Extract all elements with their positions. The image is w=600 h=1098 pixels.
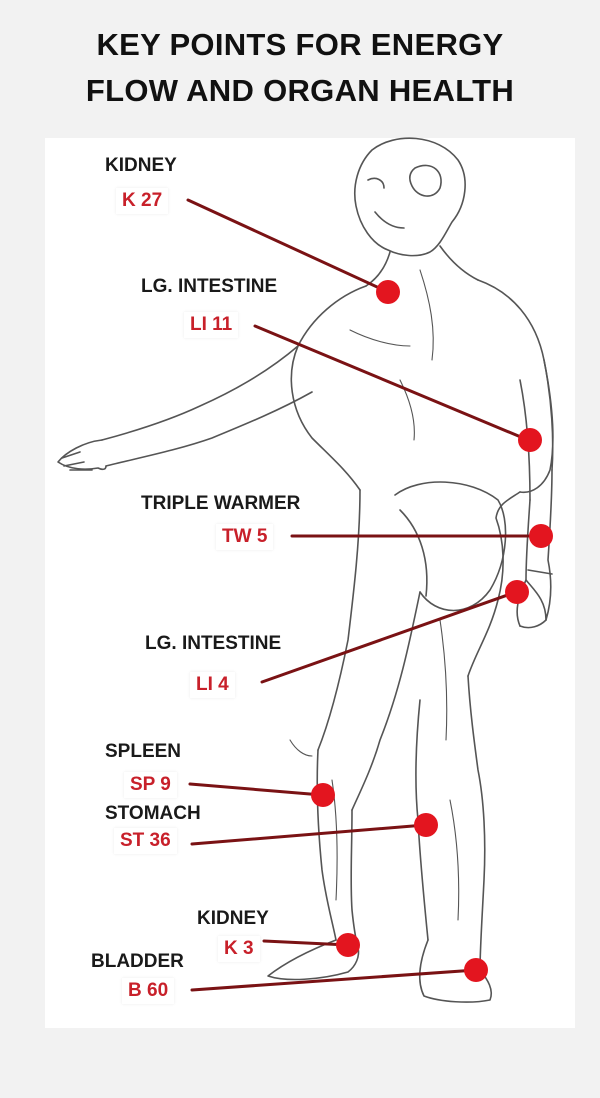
leader-line-sp9 (188, 782, 324, 797)
label-stomach: STOMACH (102, 802, 204, 826)
leader-line-b60 (190, 968, 478, 992)
point-dot-k3 (336, 933, 360, 957)
code-b60: B 60 (122, 978, 175, 1004)
leader-lines (186, 198, 542, 992)
label-lg-intestine-bottom: LG. INTESTINE (142, 632, 285, 656)
title-line-2: FLOW AND ORGAN HEALTH (85, 73, 515, 108)
point-dot-li4 (505, 580, 529, 604)
leader-line-li4 (260, 590, 518, 684)
code-k27: K 27 (116, 188, 169, 214)
point-dot-st36 (414, 813, 438, 837)
label-bladder: BLADDER (88, 950, 187, 974)
point-dot-k27 (376, 280, 400, 304)
label-triple-warmer: TRIPLE WARMER (138, 492, 304, 516)
point-dot-sp9 (311, 783, 335, 807)
label-spleen: SPLEEN (102, 740, 185, 764)
leader-line-st36 (190, 823, 427, 846)
label-kidney-bottom: KIDNEY (194, 907, 272, 931)
leader-line-li11 (253, 324, 530, 442)
code-tw5: TW 5 (216, 524, 274, 550)
label-kidney-top: KIDNEY (102, 154, 180, 178)
code-k3: K 3 (218, 936, 260, 962)
code-li11: LI 11 (184, 312, 239, 338)
label-lg-intestine-top: LG. INTESTINE (138, 275, 281, 299)
acupoints (311, 280, 553, 982)
diagram-canvas (45, 138, 575, 1028)
code-li4: LI 4 (190, 672, 235, 698)
page-title: KEY POINTS FOR ENERGY FLOW AND ORGAN HEA… (0, 22, 600, 114)
title-line-1: KEY POINTS FOR ENERGY (96, 27, 504, 62)
code-sp9: SP 9 (124, 772, 177, 798)
point-dot-b60 (464, 958, 488, 982)
body-outline (57, 137, 554, 1003)
point-dot-tw5 (529, 524, 553, 548)
leader-line-k27 (186, 198, 390, 294)
leader-line-k3 (262, 939, 350, 947)
code-st36: ST 36 (114, 828, 177, 854)
point-dot-li11 (518, 428, 542, 452)
